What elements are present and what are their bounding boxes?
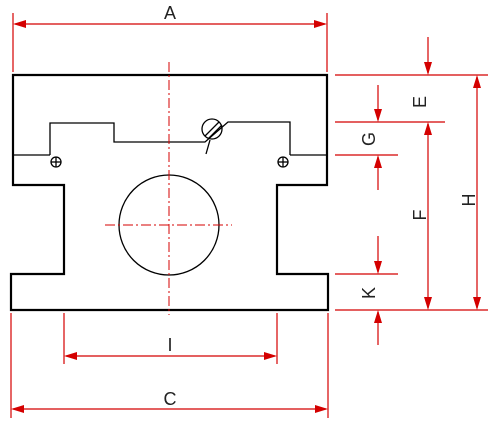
housing-outline (9, 73, 330, 312)
dimension-e (424, 37, 432, 135)
dimension-k (374, 236, 382, 345)
lube-fitting (201, 118, 223, 155)
dimension-a (12, 13, 328, 72)
label-e: E (410, 96, 430, 108)
label-c: C (164, 389, 177, 409)
dimension-g (374, 85, 382, 190)
dimension-h (473, 75, 481, 310)
label-h: H (459, 194, 479, 207)
label-g: G (359, 132, 379, 146)
label-a: A (164, 3, 176, 23)
label-k: K (359, 287, 379, 299)
dimension-f (424, 124, 432, 310)
dimension-c (10, 313, 329, 418)
dimension-i (63, 313, 278, 364)
screw-left (50, 156, 62, 168)
screw-right (277, 156, 289, 168)
label-f: F (410, 210, 430, 221)
extension-lines-right (335, 74, 488, 311)
label-i: I (167, 335, 172, 355)
inner-groove (49, 121, 291, 155)
